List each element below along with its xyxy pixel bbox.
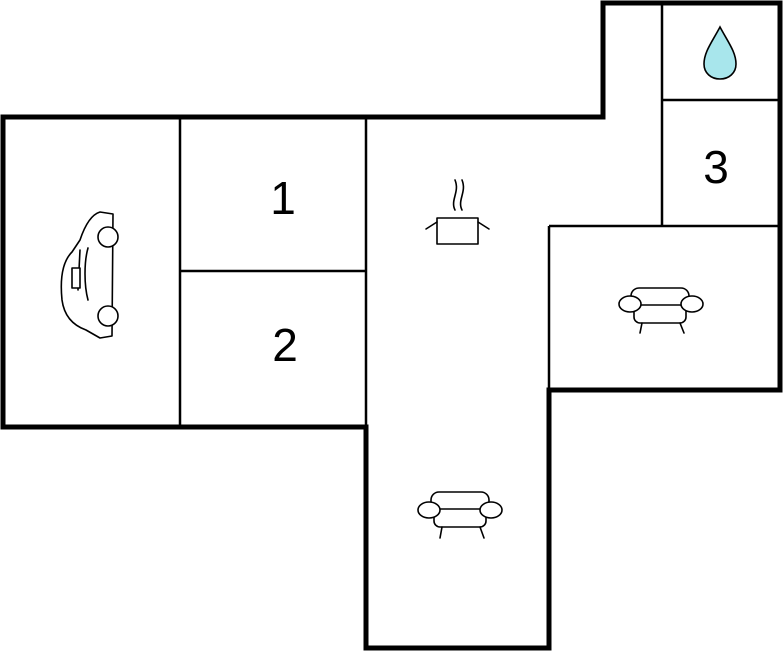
sofa-icon-lower (417, 491, 503, 539)
room-label-3: 3 (703, 141, 729, 193)
cooking-pot-icon (425, 179, 490, 245)
car-icon (60, 211, 119, 339)
room-label-1: 1 (270, 172, 296, 224)
sofa-icon (618, 287, 704, 334)
room-label-2: 2 (272, 319, 298, 371)
water-drop-icon (703, 25, 737, 80)
